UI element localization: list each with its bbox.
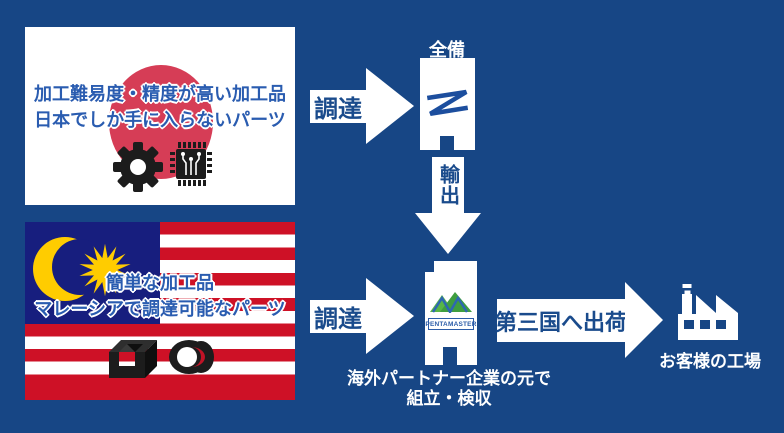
pentamaster-wordmark: PENTAMASTER xyxy=(425,318,476,330)
ship-arrow: 第三国へ出荷 xyxy=(495,282,663,358)
door-notch xyxy=(440,136,454,150)
export-label: 輸出 xyxy=(436,164,459,206)
pentamaster-building-icon: PENTAMASTER xyxy=(425,261,477,365)
export-arrow: 輸出 xyxy=(415,157,481,254)
door-notch xyxy=(443,347,457,365)
zenbi-label: 全備 xyxy=(429,40,465,60)
factory-icon xyxy=(678,284,738,340)
malaysia-box-text: 簡単な加工品 マレーシアで調達可能なパーツ xyxy=(25,270,295,322)
malaysia-flag-stripe xyxy=(25,385,295,400)
malaysia-line2: マレーシアで調達可能なパーツ xyxy=(34,299,286,319)
zenbi-building-icon xyxy=(420,58,475,150)
pentamaster-logo: PENTAMASTER xyxy=(425,289,476,330)
bearing-ring-icon xyxy=(167,338,215,381)
zenbi-z-logo xyxy=(426,89,469,116)
ship-label: 第三国へ出荷 xyxy=(495,309,628,335)
microchip-icon xyxy=(169,141,213,192)
arrow-head xyxy=(366,68,414,144)
metal-block-icon xyxy=(105,334,161,385)
japan-line2: 日本でしか手に入らないパーツ xyxy=(34,110,286,130)
procure-arrow-top: 調達 xyxy=(310,68,414,145)
malaysia-flag-canton xyxy=(25,222,160,324)
arrow-head xyxy=(415,213,481,254)
japan-line1: 加工難易度・精度が高い加工品 xyxy=(34,84,286,104)
japan-box-text: 加工難易度・精度が高い加工品 日本でしか手に入らないパーツ xyxy=(25,81,295,133)
malaysia-box: 簡単な加工品 マレーシアで調達可能なパーツ xyxy=(25,222,295,400)
caption-line1: 海外パートナー企業の元で xyxy=(347,369,551,388)
procure-label-bottom: 調達 xyxy=(314,306,362,333)
pentamaster-mountains xyxy=(430,292,472,315)
pentamaster-caption: 海外パートナー企業の元で 組立・検収 xyxy=(329,369,569,409)
caption-line2: 組立・検収 xyxy=(406,389,492,408)
procure-label-top: 調達 xyxy=(314,96,362,123)
arrow-head xyxy=(625,282,663,358)
customer-factory-label: お客様の工場 xyxy=(659,352,761,371)
gear-icon xyxy=(111,140,165,199)
arrow-head xyxy=(366,278,414,354)
roof-notch xyxy=(425,261,434,272)
malaysia-line1: 簡単な加工品 xyxy=(106,273,214,293)
japan-box: 加工難易度・精度が高い加工品 日本でしか手に入らないパーツ xyxy=(25,27,295,205)
fourteen-point-star-icon xyxy=(79,243,131,297)
procure-arrow-bottom: 調達 xyxy=(310,278,414,355)
